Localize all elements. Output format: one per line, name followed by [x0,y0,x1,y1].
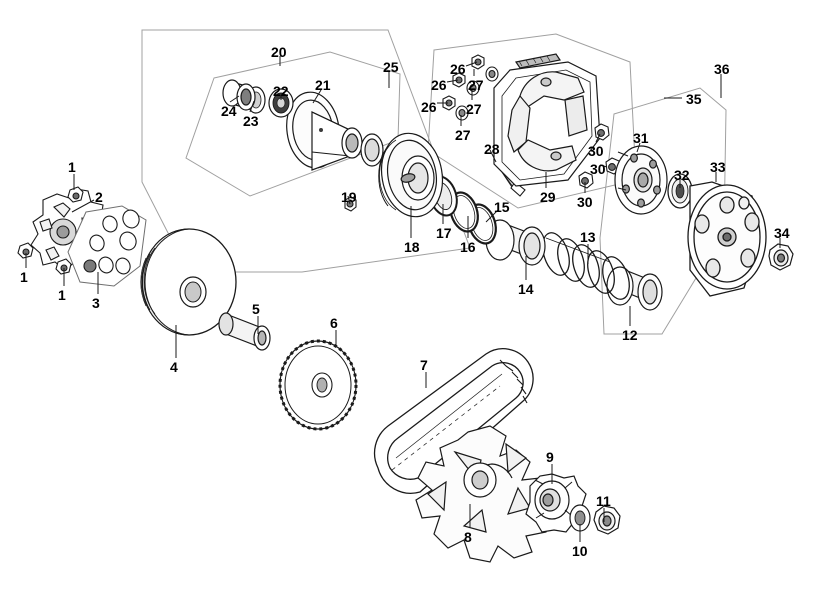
part-callout-18[interactable]: 18 [404,239,420,255]
part-12-spring-seat [606,266,663,311]
part-callout-28[interactable]: 28 [484,141,500,157]
leader-line-21 [312,89,322,104]
part-26-nuts [442,54,485,111]
leader-line-28 [489,149,497,163]
part-14-sleeve-collar [485,219,546,266]
part-callout-1c[interactable]: 1 [58,287,66,303]
part-callout-36[interactable]: 36 [714,61,730,77]
part-callout-26b[interactable]: 26 [431,77,447,93]
part-callout-31[interactable]: 31 [633,130,649,146]
part-callout-25[interactable]: 25 [383,59,399,75]
leader-line-15 [485,209,499,223]
leader-line-26 [465,61,478,67]
part-callout-27a[interactable]: 27 [468,77,484,93]
part-callout-33[interactable]: 33 [710,159,726,175]
part-callout-10[interactable]: 10 [572,543,588,559]
leader-line-30 [595,133,601,143]
part-callout-27c[interactable]: 27 [455,127,471,143]
leader-line-26 [446,79,459,83]
part-callout-11[interactable]: 11 [596,493,611,509]
part-33-clutch-bell [687,181,767,297]
part-31-brake-panel [614,145,668,215]
part-callout-8[interactable]: 8 [464,529,472,545]
part-callout-21[interactable]: 21 [315,77,331,93]
leader-line-31 [636,142,641,153]
part-callout-1a[interactable]: 1 [68,159,76,175]
part-21-drive-shaft [286,91,384,171]
part-22-bearing [268,88,294,118]
part-callout-23[interactable]: 23 [243,113,259,129]
part-5-spacer-collar [218,312,271,351]
part-27-washers [455,66,499,121]
part-callout-16[interactable]: 16 [460,239,476,255]
part-callout-29[interactable]: 29 [540,189,556,205]
leader-line-30 [599,164,608,168]
part-callout-24[interactable]: 24 [221,103,237,119]
part-10-washer [569,504,591,532]
part-11-lock-nut [593,505,621,535]
part-callout-17[interactable]: 17 [436,225,452,241]
group-outline-clutch [599,87,727,335]
part-18-driven-pulley [378,132,444,218]
part-callout-6[interactable]: 6 [330,315,338,331]
callout-leader-lines [25,56,781,542]
part-4-drive-face [140,228,237,336]
part-callout-9[interactable]: 9 [546,449,554,465]
part-13-clutch-spring [542,232,630,300]
part-callout-26a[interactable]: 26 [450,61,466,77]
part-3-rollers [83,209,140,275]
part-callout-14[interactable]: 14 [518,281,534,297]
part-callout-30a[interactable]: 30 [588,143,604,159]
part-callout-22[interactable]: 22 [273,83,289,99]
part-callout-35[interactable]: 35 [686,91,702,107]
part-callout-32[interactable]: 32 [674,167,690,183]
part-callout-7[interactable]: 7 [420,357,428,373]
part-callout-20[interactable]: 20 [271,44,287,60]
part-24-bearing [222,79,256,111]
part-34-nut [768,243,794,271]
part-callout-13[interactable]: 13 [580,229,596,245]
part-29-brake-shoes [493,53,601,187]
leader-line-23 [249,100,255,113]
part-callout-5[interactable]: 5 [252,301,260,317]
part-callout-19[interactable]: 19 [341,189,357,205]
part-callout-1b[interactable]: 1 [20,269,28,285]
part-callout-3[interactable]: 3 [92,295,100,311]
part-callout-26c[interactable]: 26 [421,99,437,115]
leader-line-24 [229,95,240,103]
part-8-driven-face-fan [415,425,551,563]
leader-line-2 [71,199,95,213]
part-callout-30b[interactable]: 30 [590,161,606,177]
part-callout-12[interactable]: 12 [622,327,638,343]
part-callout-34[interactable]: 34 [774,225,790,241]
part-callout-30c[interactable]: 30 [577,194,593,210]
leader-line-19 [347,195,351,205]
part-callout-27b[interactable]: 27 [466,101,482,117]
part-callout-4[interactable]: 4 [170,359,178,375]
part-7-drive-belt [373,348,534,494]
group-outline-drive [141,29,471,273]
part-callout-15[interactable]: 15 [494,199,510,215]
part-callout-2[interactable]: 2 [95,189,103,205]
part-6-starter-gear [278,339,358,431]
